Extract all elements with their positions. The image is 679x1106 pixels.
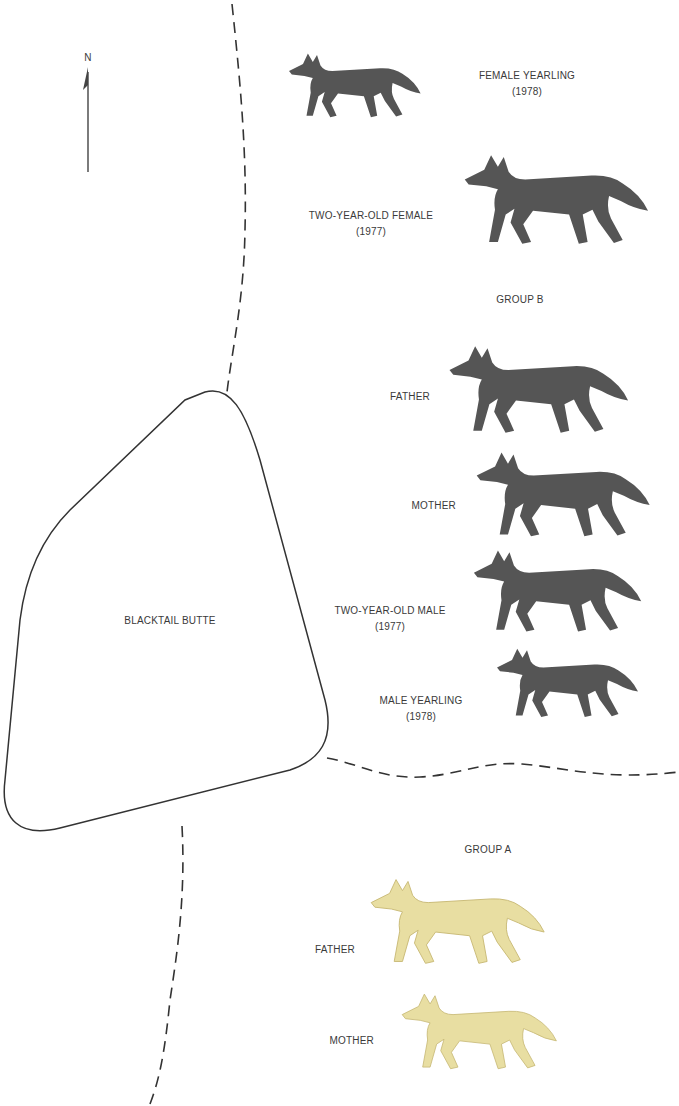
animal-label: FATHER [285,942,355,958]
animal-label: TWO-YEAR-OLD MALE (1977) [322,603,458,634]
butte-shape [0,382,345,837]
animal-label: FATHER [358,389,430,405]
coyote-silhouette [289,54,650,718]
animal-label: MALE YEARLING (1978) [364,693,478,724]
animal-label: MOTHER [380,498,456,514]
animal-label: FEMALE YEARLING (1978) [466,68,588,99]
north-arrow [83,67,88,172]
animal-label: TWO-YEAR-OLD FEMALE (1977) [298,208,444,239]
animal-label: GROUP A [438,842,538,858]
compass-label: N [81,50,95,66]
animal-label: MOTHER [300,1033,374,1049]
animal-label: GROUP B [470,292,570,308]
coyote-silhouette [371,880,556,1069]
butte-outline: BLACKTAIL BUTTE [0,382,345,837]
place-name: BLACKTAIL BUTTE [124,615,215,626]
